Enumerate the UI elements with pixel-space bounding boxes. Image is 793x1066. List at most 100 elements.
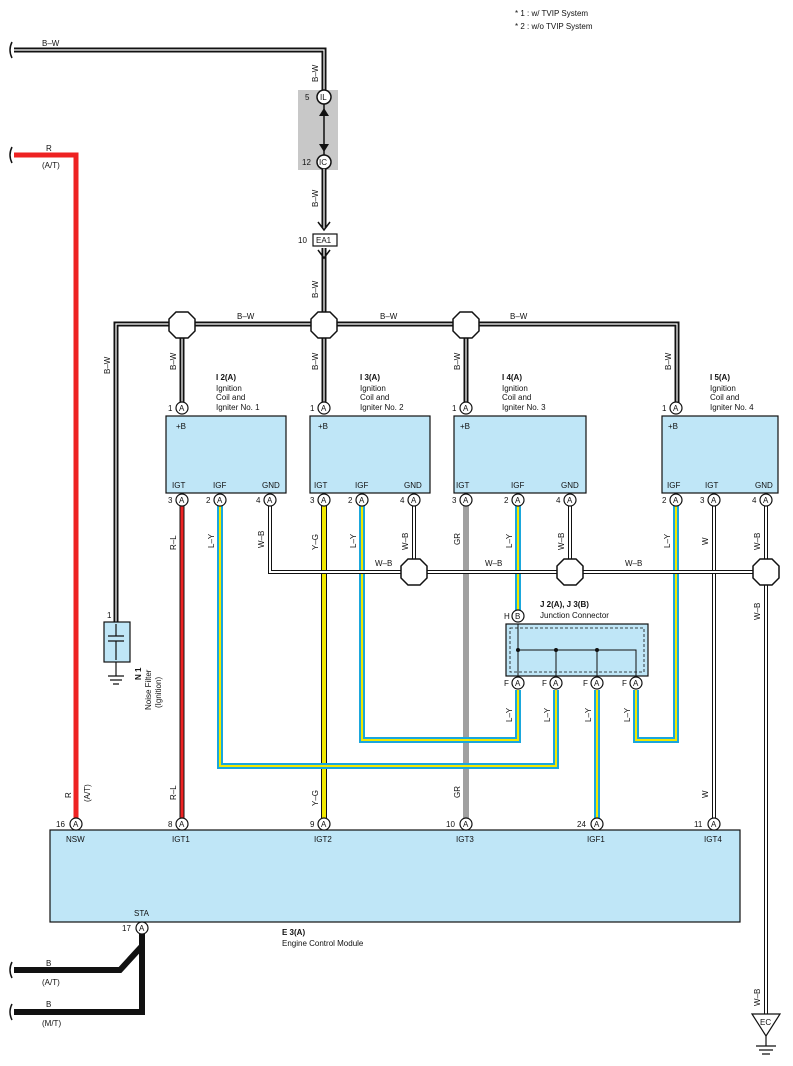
ecm-pin-igt3: IGT3 xyxy=(456,835,474,844)
wire-label-rl-2: R–L xyxy=(169,785,178,800)
pin-23: A9 xyxy=(310,817,331,831)
coil-1: I 2(A) Ignition Coil and Igniter No. 1 +… xyxy=(165,373,287,494)
wire-label-yg-1: Y–G xyxy=(311,534,320,550)
pin-25: A24 xyxy=(577,817,604,831)
pin-6: A4 xyxy=(256,493,277,507)
ecm-pin-igf1: IGF1 xyxy=(587,835,605,844)
splice-point-2 xyxy=(310,311,338,339)
ecm-box: NSW IGT1 IGT2 IGT3 IGF1 IGT4 STA E 3(A) … xyxy=(49,829,741,948)
pin-number-2: 1 xyxy=(452,404,457,413)
pin-27: A 17 xyxy=(122,921,149,935)
wire-label-bw-6: B–W xyxy=(510,312,528,321)
pin-14: A3 xyxy=(700,493,721,507)
pin-letter-0: A xyxy=(179,404,185,413)
wire-label-bw-3: B–W xyxy=(311,280,320,298)
coil-4-gnd: GND xyxy=(755,481,773,490)
wire-label-bw-11: B–W xyxy=(664,352,673,370)
pin-circle-8 xyxy=(355,493,369,507)
bw-supply-wire xyxy=(9,41,327,90)
pin-circle-3 xyxy=(669,401,683,415)
wire-label-ly-6: L–Y xyxy=(543,707,552,722)
wire-label-r-2: R xyxy=(64,792,73,798)
ea1-pin: 10 xyxy=(298,236,307,245)
coil-1-gnd: GND xyxy=(262,481,280,490)
pin-letter-23: A xyxy=(321,820,327,829)
pin-number-4: 3 xyxy=(168,496,173,505)
wire-label-ly-1: L–Y xyxy=(207,533,216,548)
pin-letter-27: A xyxy=(139,924,145,933)
pin-number-26: 11 xyxy=(694,820,703,829)
coil-1-plusb: +B xyxy=(176,422,186,431)
ecm-pin-sta: STA xyxy=(134,909,150,918)
pin-17: AF xyxy=(504,676,525,690)
pin-number-11: 2 xyxy=(504,496,509,505)
noise-filter-name: Noise Filter xyxy=(144,669,153,710)
coil-2: I 3(A) Ignition Coil and Igniter No. 2 +… xyxy=(309,373,431,494)
coil-3-l3: Igniter No. 3 xyxy=(502,403,546,412)
pin-letter-21: A xyxy=(73,820,79,829)
pin-number-1: 1 xyxy=(310,404,315,413)
pin-circle-14 xyxy=(707,493,721,507)
r-wire xyxy=(14,152,79,818)
coil-2-l1: Ignition xyxy=(360,384,386,393)
pin-number-7: 3 xyxy=(310,496,315,505)
pin-number-10: 3 xyxy=(452,496,457,505)
pin-9: A4 xyxy=(400,493,421,507)
ic-pin: 12 xyxy=(302,158,311,167)
pin-letter-20: A xyxy=(633,679,639,688)
pin-circle-9 xyxy=(407,493,421,507)
coil-4-plusb: +B xyxy=(668,422,678,431)
coil-1-igf: IGF xyxy=(213,481,226,490)
wire-label-ly-8: L–Y xyxy=(623,707,632,722)
pin-letter-10: A xyxy=(463,496,469,505)
pin-number-12: 4 xyxy=(556,496,561,505)
wire-label-wb-3: W–B xyxy=(557,533,566,550)
pin-number-27: 17 xyxy=(122,924,131,933)
pin-number-8: 2 xyxy=(348,496,353,505)
pin-number-19: F xyxy=(583,679,588,688)
wire-label-w-1: W xyxy=(701,537,710,545)
pin-number-20: F xyxy=(622,679,627,688)
wire-label-bw-4: B–W xyxy=(237,312,255,321)
wire-label-at-2: (A/T) xyxy=(83,784,92,802)
bw-bus xyxy=(113,321,680,633)
wire-label-r: R xyxy=(46,144,52,153)
ecm-pin-igt4: IGT4 xyxy=(704,835,722,844)
pin-15: A4 xyxy=(752,493,773,507)
coil-1-l3: Igniter No. 1 xyxy=(216,403,260,412)
pin-letter-7: A xyxy=(321,496,327,505)
pin-circle-18 xyxy=(549,676,563,690)
pin-16: BH xyxy=(504,609,525,623)
pin-circle-11 xyxy=(511,493,525,507)
pin-letter-25: A xyxy=(594,820,600,829)
coil-3-igf: IGF xyxy=(511,481,524,490)
splice-point-6 xyxy=(752,558,780,586)
pin-circle-20 xyxy=(629,676,643,690)
pin-letter-15: A xyxy=(763,496,769,505)
ea1-connector xyxy=(312,233,338,247)
wire-label-ly-7: L–Y xyxy=(584,707,593,722)
pin-letter-9: A xyxy=(411,496,417,505)
pin-letter-1: A xyxy=(321,404,327,413)
il-label: IL xyxy=(320,93,327,102)
coil-4-l3: Igniter No. 4 xyxy=(710,403,754,412)
pin-letter-14: A xyxy=(711,496,717,505)
pin-letter-6: A xyxy=(267,496,273,505)
ecm-pin-igt2: IGT2 xyxy=(314,835,332,844)
coil-1-igt: IGT xyxy=(172,481,185,490)
coil-4-id: I 5(A) xyxy=(710,373,730,382)
pin-10: A3 xyxy=(452,493,473,507)
ic-label: IC xyxy=(319,158,327,167)
splice-point-1 xyxy=(168,311,196,339)
pin-letter-12: A xyxy=(567,496,573,505)
junction-connector: J 2(A), J 3(B) Junction Connector xyxy=(505,600,649,677)
coil-4-igf: IGF xyxy=(667,481,680,490)
pin-circle-0 xyxy=(175,401,189,415)
wire-label-bw-8: B–W xyxy=(169,352,178,370)
pin-circle-13 xyxy=(669,493,683,507)
ecm-pin-nsw: NSW xyxy=(66,835,85,844)
pin-circle-21 xyxy=(69,817,83,831)
coil-3-igt: IGT xyxy=(456,481,469,490)
pin-letter-22: A xyxy=(179,820,185,829)
